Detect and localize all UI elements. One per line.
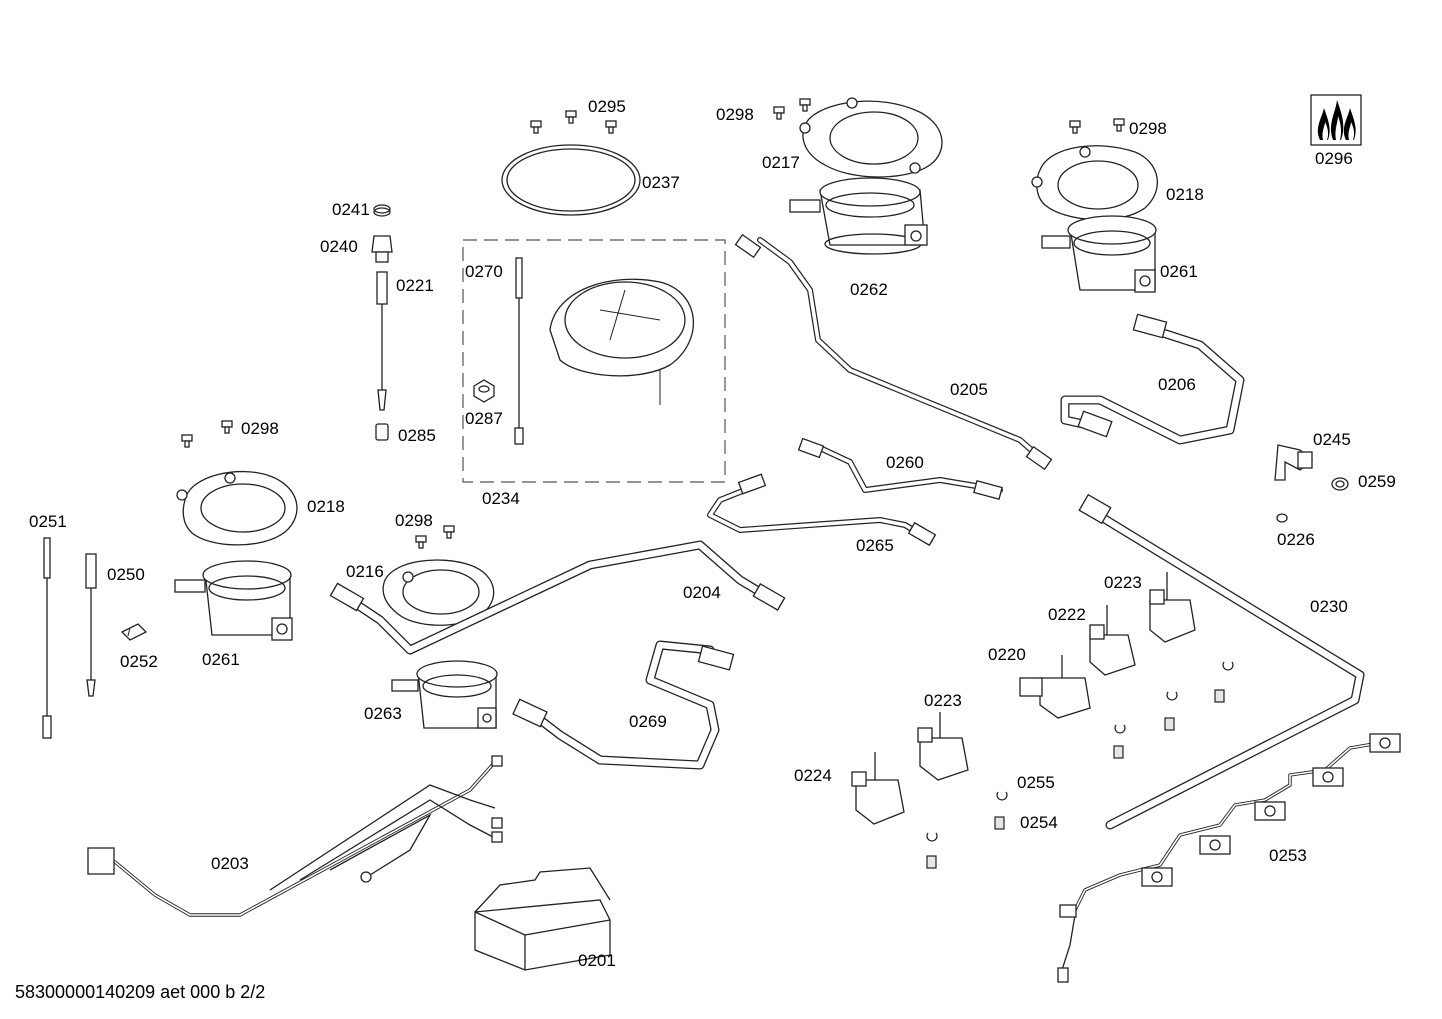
label-0226: 0226 <box>1277 530 1315 549</box>
label-0265: 0265 <box>856 536 894 555</box>
wiring-harness-0203 <box>87 755 503 917</box>
screw-0295 <box>530 110 617 134</box>
valve-0220 <box>1019 655 1091 719</box>
ignition-module-0201 <box>474 867 611 971</box>
pipe-0230 <box>1078 493 1365 830</box>
label-0220: 0220 <box>988 645 1026 664</box>
label-0252: 0252 <box>120 652 158 671</box>
label-0296: 0296 <box>1315 149 1353 168</box>
label-0250: 0250 <box>107 565 145 584</box>
label-0255: 0255 <box>1017 773 1055 792</box>
label-0222: 0222 <box>1048 605 1086 624</box>
label-0234: 0234 <box>482 489 520 508</box>
label-0253: 0253 <box>1269 846 1307 865</box>
burner-cup-0261-left <box>174 560 293 641</box>
label-0221: 0221 <box>396 276 434 295</box>
label-0224: 0224 <box>794 766 832 785</box>
seal-ring-0237 <box>501 144 641 216</box>
gasket-0218-left <box>176 470 298 546</box>
pipe-0206 <box>1060 313 1245 445</box>
screw-0298-top <box>773 98 811 120</box>
label-0216: 0216 <box>346 562 384 581</box>
valve-0223-bottom <box>917 712 969 781</box>
label-0230: 0230 <box>1310 597 1348 616</box>
clip-0252 <box>120 623 148 641</box>
gasket-0217 <box>799 97 943 178</box>
burner-cup-0261-right <box>1041 215 1157 293</box>
label-0218-left: 0218 <box>307 497 345 516</box>
label-0217: 0217 <box>762 153 800 172</box>
pipe-0265 <box>707 473 937 547</box>
label-0204: 0204 <box>683 583 721 602</box>
label-0270: 0270 <box>465 262 503 281</box>
label-0251: 0251 <box>29 512 67 531</box>
label-0223-bottom: 0223 <box>924 691 962 710</box>
washer-0259 <box>1331 477 1349 491</box>
screw-0298-right <box>1069 118 1125 134</box>
label-0298-top: 0298 <box>716 105 754 124</box>
thermocouple-0221 <box>376 271 388 411</box>
label-0201: 0201 <box>578 951 616 970</box>
nut-0240 <box>371 235 393 263</box>
label-0206: 0206 <box>1158 375 1196 394</box>
label-0263: 0263 <box>364 704 402 723</box>
label-0261-right: 0261 <box>1160 262 1198 281</box>
label-0254: 0254 <box>1020 813 1058 832</box>
document-footer: 58300000140209 aet 000 b 2/2 <box>15 982 265 1002</box>
label-0203: 0203 <box>211 854 249 873</box>
valve-0224 <box>851 752 905 825</box>
clip-0241 <box>373 204 391 217</box>
pipe-0269 <box>512 640 735 770</box>
ignition-probe-0251 <box>42 537 52 739</box>
springs-0254 <box>926 689 1225 869</box>
label-0287: 0287 <box>465 409 503 428</box>
pipe-0204 <box>329 540 786 655</box>
label-0260: 0260 <box>886 453 924 472</box>
probe-0250 <box>85 553 97 697</box>
valve-0223-top <box>1149 572 1196 643</box>
label-0261-left: 0261 <box>202 650 240 669</box>
label-0237: 0237 <box>642 173 680 192</box>
ignition-harness-0253 <box>1057 733 1401 983</box>
label-0218-right: 0218 <box>1166 185 1204 204</box>
assembly-box-0234 <box>462 239 726 483</box>
label-0295: 0295 <box>588 97 626 116</box>
gasket-0218-right <box>1031 145 1158 221</box>
elbow-0245 <box>1274 444 1314 481</box>
label-0298-right: 0298 <box>1129 119 1167 138</box>
label-0205: 0205 <box>950 380 988 399</box>
label-0241: 0241 <box>332 200 370 219</box>
label-0262: 0262 <box>850 280 888 299</box>
screw-0298-center <box>415 525 455 549</box>
burner-cup-0263 <box>391 660 498 729</box>
flame-icon <box>1310 94 1362 146</box>
pipe-0205 <box>734 233 1053 471</box>
ring-0226 <box>1276 513 1288 523</box>
valve-0222 <box>1089 605 1136 676</box>
label-0259: 0259 <box>1358 472 1396 491</box>
label-0298-center: 0298 <box>395 511 433 530</box>
clips-0255 <box>926 661 1234 842</box>
label-0285: 0285 <box>398 426 436 445</box>
label-0240: 0240 <box>320 237 358 256</box>
label-0223-top: 0223 <box>1104 573 1142 592</box>
label-0245: 0245 <box>1313 430 1351 449</box>
sleeve-0285 <box>375 423 389 441</box>
screw-0298-left <box>181 420 233 448</box>
label-0298-left: 0298 <box>241 419 279 438</box>
label-0269: 0269 <box>629 712 667 731</box>
pipe-0260 <box>797 437 1003 500</box>
burner-cup-0262 <box>789 177 928 255</box>
